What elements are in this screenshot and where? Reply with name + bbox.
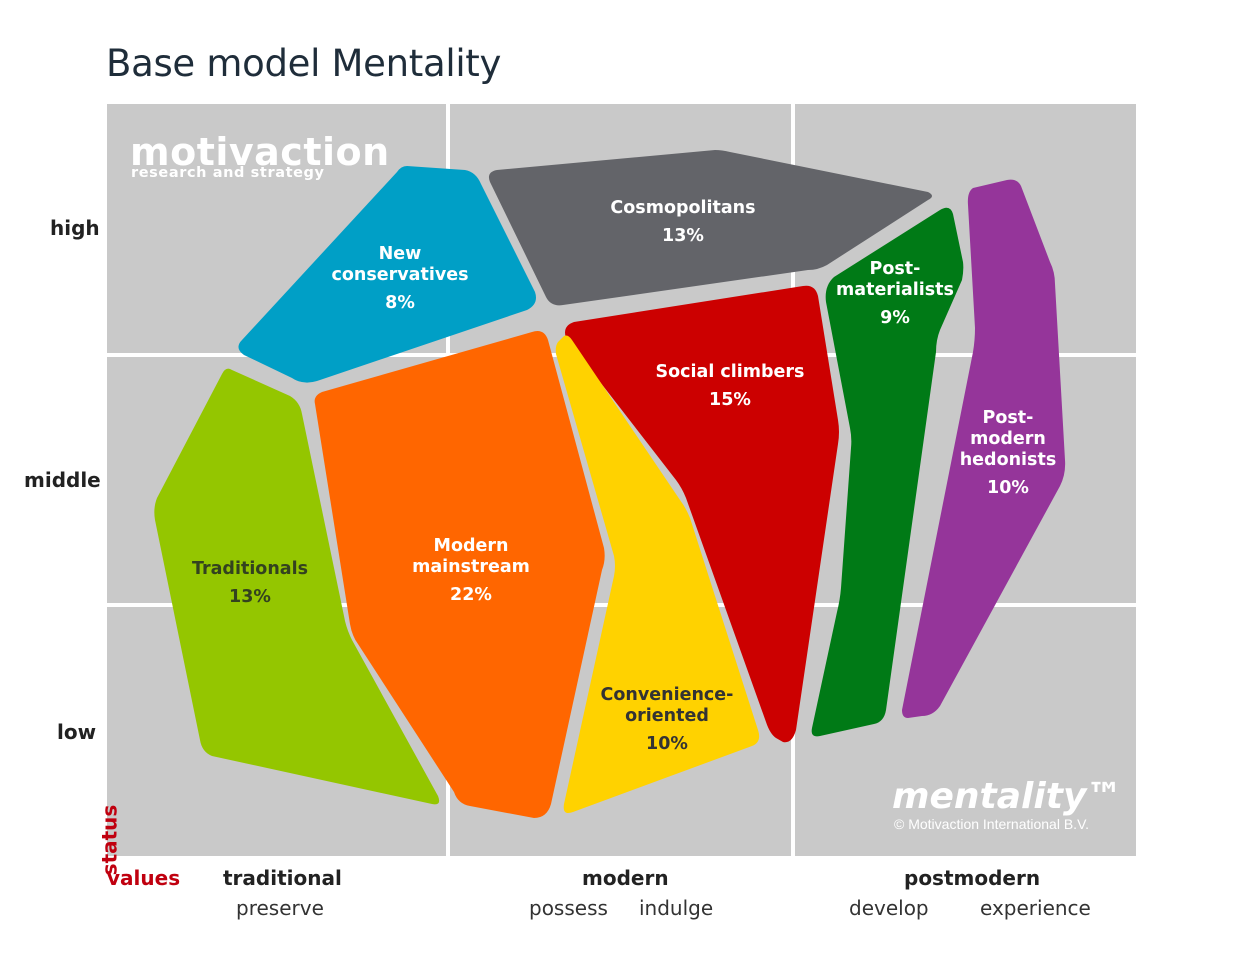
segment-label-line: Social climbers [656,362,805,382]
segment-traditionals: Traditionals 13% [154,368,440,805]
segment-label-line: hedonists [960,450,1057,470]
segment-shape-post-modern-hedonists [902,179,1066,719]
page-title: Base model Mentality [106,42,502,85]
segment-label-line: Post- [983,408,1034,428]
segment-percent: 9% [880,308,910,328]
segment-percent: 13% [229,587,271,607]
segment-shape-convenience-oriented [555,335,760,813]
segment-social-climbers: Social climbers 15% [565,285,839,743]
segment-percent: 10% [646,734,688,754]
segment-label-line: New [379,244,422,264]
segment-label-line: Modern [434,536,509,556]
segment-label-line: Post- [870,259,921,279]
x-sub-indulge: indulge [639,896,714,920]
x-sub-experience: experience [980,896,1091,920]
segment-label-line: Convenience- [601,685,734,705]
x-group-traditional: traditional [223,866,342,890]
segment-label-line: modern [970,429,1046,449]
segment-percent: 8% [385,293,415,313]
copyright-text: © Motivaction International B.V. [894,816,1089,832]
x-sub-preserve: preserve [236,896,324,920]
mentality-mark: mentality™ © Motivaction International B… [892,776,1122,832]
segment-shape-social-climbers [565,285,839,743]
x-group-postmodern: postmodern [904,866,1041,890]
segment-label-line: mainstream [412,557,530,577]
x-axis-title: values [107,866,181,890]
y-level-middle: middle [24,468,101,492]
segment-label-line: oriented [625,706,709,726]
segment-shape-modern-mainstream [314,331,605,818]
segment-percent: 10% [987,478,1029,498]
segment-percent: 13% [662,226,704,246]
segment-percent: 22% [450,585,492,605]
mentality-logo: mentality™ [892,776,1122,817]
segment-shape-new-conservatives [238,166,536,383]
segment-shape-post-materialists [811,207,964,737]
segment-percent: 15% [709,390,751,410]
segment-label-line: conservatives [331,265,468,285]
logo-subtitle: research and strategy [131,165,325,181]
x-sub-possess: possess [529,896,608,920]
y-level-high: high [50,216,100,240]
segment-cosmopolitans: Cosmopolitans 13% [488,150,932,306]
x-group-modern: modern [582,866,669,890]
y-axis-title: status [97,804,122,876]
segment-convenience-oriented: Convenience-oriented 10% [555,335,760,813]
y-level-low: low [57,720,97,744]
segment-post-materialists: Post-materialists 9% [811,207,964,737]
logo-text: motivaction [130,130,390,174]
motivaction-logo: motivaction research and strategy [130,130,390,181]
x-sub-develop: develop [849,896,929,920]
segment-label-line: materialists [836,280,954,300]
segment-shape-traditionals [154,368,440,805]
segment-label-line: Cosmopolitans [610,198,755,218]
segment-label-line: Traditionals [192,559,308,579]
segment-shape-cosmopolitans [488,150,932,306]
